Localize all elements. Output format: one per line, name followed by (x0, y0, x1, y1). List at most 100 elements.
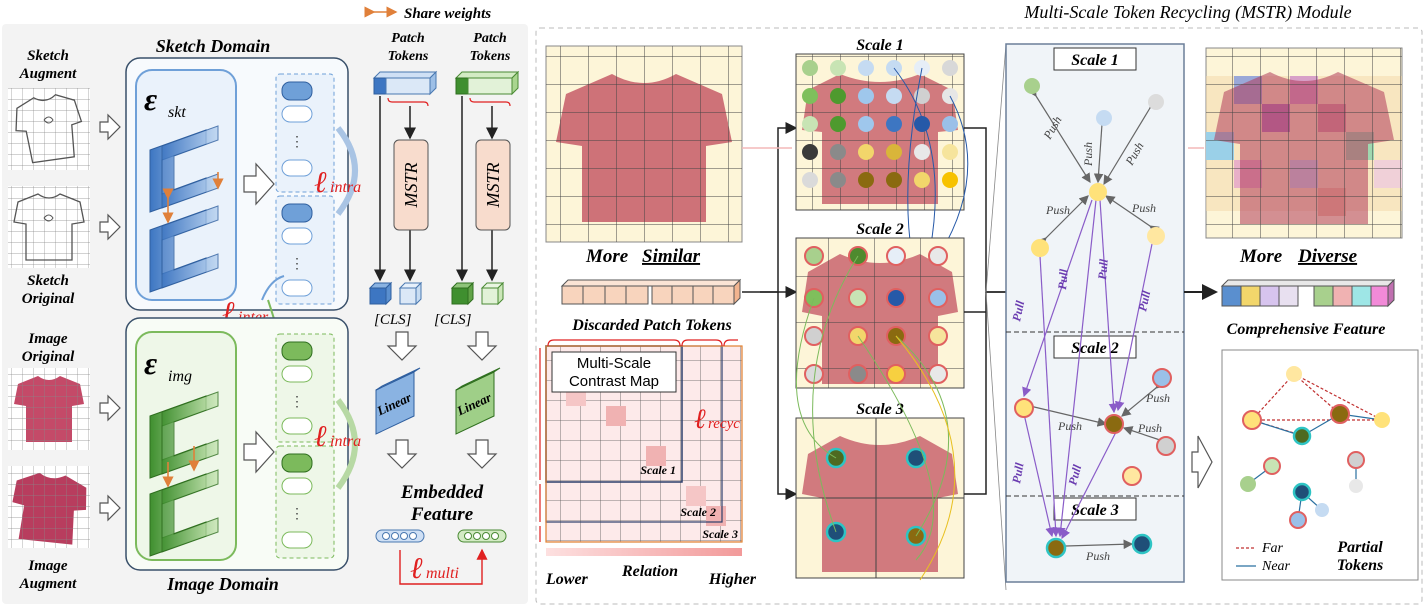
sketch-token-stack-augment: ⋮ (275, 73, 335, 193)
diverse-word: Diverse (1297, 246, 1358, 267)
mstr-module-title: Multi-Scale Token Recycling (MSTR) Modul… (1023, 2, 1351, 23)
share-weights-label: Share weights (404, 6, 491, 22)
contrast-map-scale2: Scale 2 (680, 505, 716, 519)
image-intra-loss: ℓ (314, 420, 327, 453)
sketch-intra-curve (335, 126, 358, 216)
svg-text:Push: Push (1057, 419, 1082, 433)
sketch-patch-tokens-label-2: Tokens (388, 49, 429, 64)
svg-text:Push: Push (1081, 142, 1095, 167)
sketch-mstr-label: MSTR (401, 162, 421, 208)
svg-text:Push: Push (1145, 391, 1170, 405)
sketch-linear-layer: Linear (374, 367, 421, 435)
image-linear-layer: Linear (454, 367, 501, 435)
svg-text:Push: Push (1085, 549, 1110, 563)
cls-cubes (368, 281, 505, 306)
svg-text:Push: Push (1045, 203, 1070, 217)
partial-tokens-label: Partial (1336, 539, 1383, 556)
image-mstr-label: MSTR (483, 162, 503, 208)
sketch-augment-label-2: Augment (19, 66, 78, 82)
image-encoder-symbol: ε (144, 345, 157, 381)
sketch-intra-loss-sub: intra (330, 179, 361, 196)
panel-scale3-text: Scale 3 (1071, 502, 1119, 519)
image-patch-tokens-label-2: Tokens (470, 49, 511, 64)
embedded-feature-label-2: Feature (410, 504, 474, 525)
comprehensive-feature-label: Comprehensive Feature (1227, 321, 1386, 338)
scale1-grid (795, 53, 965, 211)
sketch-patch-token-bar (372, 70, 438, 107)
multi-scale-contrast-map (545, 345, 743, 543)
contrast-map-scale3: Scale 3 (702, 527, 738, 541)
image-cls-label: [CLS] (434, 312, 472, 328)
push-pull-tokens (1014, 78, 1176, 559)
contrast-map-scale1: Scale 1 (640, 463, 676, 477)
recyc-loss-sub: recyc (708, 416, 740, 432)
far-legend: Far (1261, 541, 1284, 556)
image-mstr-block (475, 139, 511, 231)
sketch-original-label-2: Original (22, 291, 75, 307)
partial-token-graph (1240, 366, 1390, 529)
diverse-image (1205, 47, 1403, 239)
panel-scale2-tag (1053, 335, 1137, 359)
svg-text:Pull: Pull (1009, 461, 1026, 484)
lower-label: Lower (545, 571, 589, 588)
svg-text:Pull: Pull (1009, 299, 1027, 323)
contrast-map-title: Multi-Scale (577, 355, 651, 372)
svg-text:Pull: Pull (1065, 463, 1084, 487)
image-encoder-out-arrow (243, 430, 275, 474)
image-encoder-sub: img (168, 368, 192, 385)
svg-text:⋮: ⋮ (290, 393, 304, 409)
sketch-original-label: Sketch (27, 273, 69, 289)
image-domain-title: Image Domain (166, 574, 279, 594)
scale1-links (893, 67, 969, 257)
image-original-input: Image Original (8, 331, 90, 450)
similar-image (545, 45, 743, 243)
panel-scale2-text: Scale 2 (1071, 340, 1119, 357)
partial-tokens-label-2: Tokens (1337, 557, 1384, 574)
svg-text:Pull: Pull (1095, 258, 1111, 280)
image-intra-curve (335, 398, 358, 490)
partial-tokens-box (1221, 349, 1419, 581)
sketch-augment-input: Sketch Augment (8, 48, 90, 170)
pull-arrows (1022, 199, 1153, 540)
multi-loss-sub: multi (426, 565, 459, 582)
input-arrows (99, 113, 121, 522)
sketch-original-input: Sketch Original (8, 186, 90, 307)
more-diverse-label: More (1239, 246, 1283, 267)
similar-word: Similar (642, 246, 701, 267)
token-flow-arrows (374, 96, 498, 282)
svg-text:⋮: ⋮ (290, 505, 304, 521)
recyc-loss: ℓ (694, 404, 706, 435)
image-original-label-2: Original (22, 349, 75, 365)
grid-scale2-title: Scale 2 (856, 221, 904, 238)
image-patch-token-bar (454, 70, 520, 107)
comprehensive-feature-bar (1220, 278, 1396, 308)
embedded-feature-label: Embedded (400, 482, 484, 503)
svg-text:Pull: Pull (1135, 289, 1153, 313)
scale-link-curves (795, 255, 950, 561)
discarded-patch-tokens-label: Discarded Patch Tokens (571, 317, 731, 334)
sketch-token-stack-original: ⋮ (275, 195, 335, 305)
svg-text:Pull: Pull (1055, 268, 1071, 290)
image-augment-input: Image Augment (8, 466, 90, 592)
sketch-domain-title: Sketch Domain (156, 36, 271, 56)
svg-text:Push: Push (1137, 421, 1162, 435)
cls-down-arrows (386, 331, 498, 469)
sketch-encoder-out-arrow (243, 162, 275, 206)
near-legend: Near (1261, 559, 1291, 574)
svg-text:⋮: ⋮ (290, 133, 304, 149)
image-intra-loss-sub: intra (330, 433, 361, 450)
panel-scale1-tag (1053, 47, 1137, 71)
svg-text:⋮: ⋮ (290, 255, 304, 271)
image-augment-label-2: Augment (19, 576, 78, 592)
image-token-stack-original: ⋮ (275, 333, 335, 443)
sketch-mstr-block (393, 139, 429, 231)
image-encoder-layers (149, 391, 219, 557)
contrast-map-title-2: Contrast Map (569, 373, 659, 390)
scale3-grid (795, 417, 965, 579)
sketch-intra-loss: ℓ (314, 166, 327, 199)
sketch-encoder-layers (149, 125, 224, 293)
panel-to-partial-arrow (1191, 435, 1213, 489)
image-original-label: Image (27, 331, 68, 347)
relation-gradient-bar (546, 548, 742, 556)
